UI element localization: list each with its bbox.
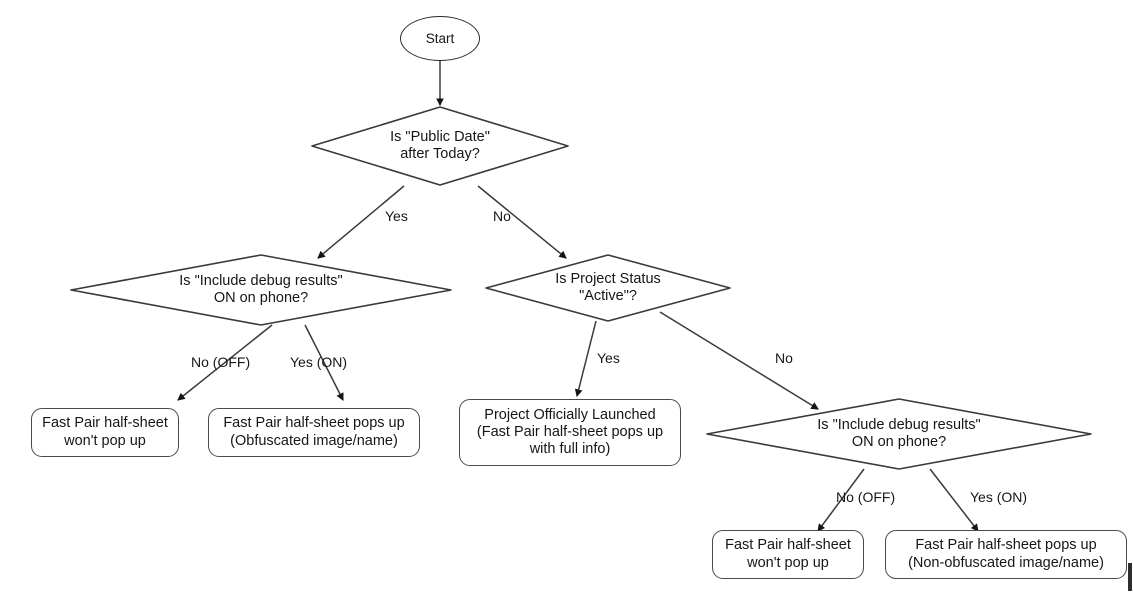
node-project-status-decision[interactable]: Is Project Status "Active"?	[481, 252, 735, 324]
edge-label-text: No	[775, 350, 793, 366]
node-result-left-off-label: Fast Pair half-sheet won't pop up	[42, 415, 168, 449]
edge-label-public-date-yes: Yes	[385, 208, 408, 224]
edge-label-debug-left-on: Yes (ON)	[290, 354, 347, 370]
edge-label-debug-left-off: No (OFF)	[191, 354, 250, 370]
edge-public-date-no	[477, 185, 567, 259]
edge-label-debug-right-off: No (OFF)	[836, 489, 895, 505]
node-project-status-label: Is Project Status "Active"?	[555, 270, 661, 304]
node-debug-right-decision[interactable]: Is "Include debug results" ON on phone?	[702, 396, 1096, 472]
node-result-right-off[interactable]: Fast Pair half-sheet won't pop up	[712, 530, 864, 579]
node-result-right-on-label: Fast Pair half-sheet pops up (Non-obfusc…	[908, 537, 1104, 571]
node-result-launched-label: Project Officially Launched (Fast Pair h…	[476, 406, 664, 458]
edge-project-status-no	[659, 311, 819, 410]
edge-project-status-yes	[574, 320, 597, 398]
diamond-outline	[66, 252, 456, 328]
edge-label-project-status-yes: Yes	[597, 350, 620, 366]
node-result-right-on[interactable]: Fast Pair half-sheet pops up (Non-obfusc…	[885, 530, 1127, 579]
node-public-date-label: Is "Public Date" after Today?	[390, 128, 490, 162]
node-start[interactable]: Start	[400, 16, 480, 61]
edge-label-text: Yes	[385, 208, 408, 224]
diamond-outline	[481, 252, 735, 324]
node-debug-right-label: Is "Include debug results" ON on phone?	[817, 416, 981, 450]
node-debug-left-decision[interactable]: Is "Include debug results" ON on phone?	[66, 252, 456, 328]
page-edge-artifact	[1128, 563, 1132, 591]
edge-label-project-status-no: No	[775, 350, 793, 366]
edge-label-text: Yes (ON)	[970, 489, 1028, 505]
edge-label-text: No (OFF)	[191, 354, 251, 370]
node-debug-left-label: Is "Include debug results" ON on phone?	[179, 272, 343, 306]
edge-label-public-date-no: No	[493, 208, 511, 224]
edge-label-text: No	[493, 208, 511, 224]
node-result-left-on[interactable]: Fast Pair half-sheet pops up (Obfuscated…	[208, 408, 420, 457]
edge-label-text: Yes (ON)	[290, 354, 348, 370]
node-result-launched[interactable]: Project Officially Launched (Fast Pair h…	[459, 399, 681, 466]
diamond-outline	[307, 104, 573, 188]
node-public-date-decision[interactable]: Is "Public Date" after Today?	[307, 104, 573, 188]
node-result-left-on-label: Fast Pair half-sheet pops up (Obfuscated…	[223, 415, 405, 449]
diamond-outline	[702, 396, 1096, 472]
edge-label-debug-right-on: Yes (ON)	[970, 489, 1027, 505]
edge-label-text: No (OFF)	[836, 489, 896, 505]
node-result-right-off-label: Fast Pair half-sheet won't pop up	[725, 537, 851, 571]
node-result-left-off[interactable]: Fast Pair half-sheet won't pop up	[31, 408, 179, 457]
node-start-label: Start	[425, 30, 455, 46]
edge-label-text: Yes	[597, 350, 620, 366]
